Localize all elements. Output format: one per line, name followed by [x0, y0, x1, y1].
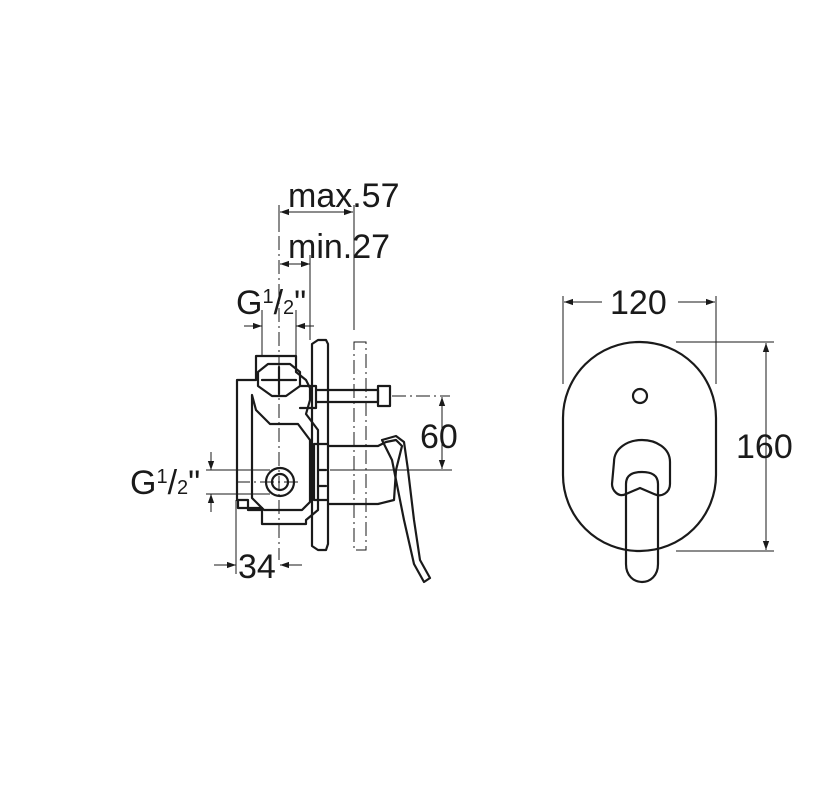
- thread-side-label: G1/2": [130, 464, 200, 502]
- cartridge: [326, 438, 404, 506]
- depth-34-label: 34: [238, 548, 276, 586]
- height-60-label: 60: [420, 418, 458, 456]
- valve-body: [235, 354, 320, 526]
- thread-top-label: G1/2": [236, 284, 306, 322]
- side-view: max.57 min.27 G1/2" G1/2" 60 34: [130, 177, 458, 586]
- width-120-label: 120: [610, 284, 667, 322]
- valve-body-recess: [250, 393, 312, 512]
- wall-plate: [310, 338, 330, 552]
- front-view: 120 160: [561, 284, 793, 584]
- handle-hub: [610, 438, 672, 497]
- spindle-nut: [376, 384, 392, 408]
- front-lever: [624, 470, 660, 584]
- cover-plate: [561, 340, 718, 553]
- lever-handle: [380, 434, 432, 584]
- spindle: [314, 388, 380, 404]
- min-dim-label: min.27: [288, 228, 390, 266]
- max-dim-label: max.57: [288, 177, 400, 215]
- diverter-button: [631, 387, 649, 405]
- bottom-outlet: [236, 498, 264, 510]
- cartridge-housing: [312, 442, 330, 502]
- height-160-label: 160: [736, 428, 793, 466]
- spindle-collar: [298, 384, 318, 410]
